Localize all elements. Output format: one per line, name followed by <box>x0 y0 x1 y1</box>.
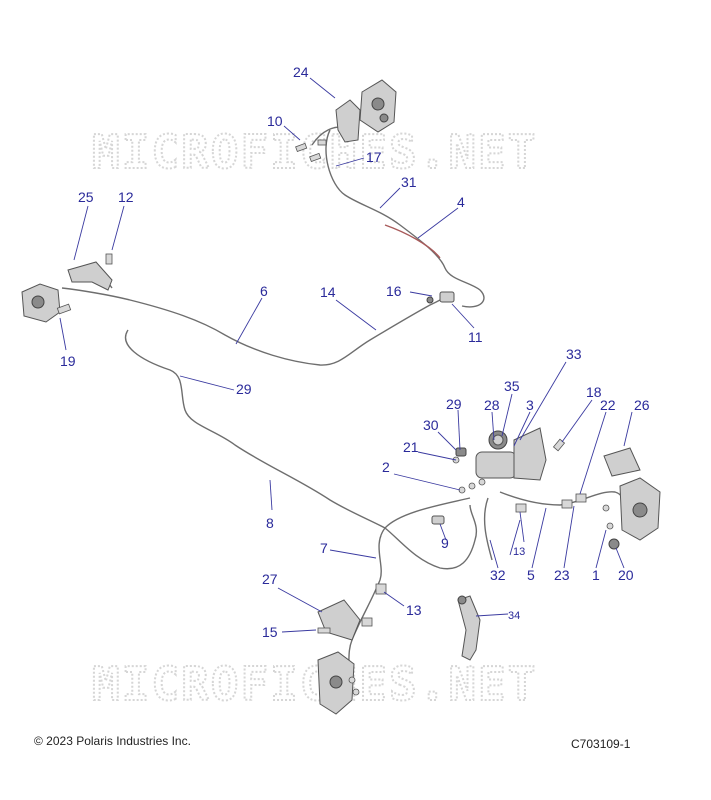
bracket-25 <box>67 261 113 291</box>
callout-26: 26 <box>634 397 650 413</box>
bolts-1-20 <box>602 504 620 550</box>
brake-pedal-34 <box>457 595 481 661</box>
callout-1: 1 <box>592 567 600 583</box>
callout-28: 28 <box>484 397 500 413</box>
callout-8: 8 <box>266 515 274 531</box>
union-11 <box>426 291 455 304</box>
watermark-bottom: MICROFICHES.NET <box>92 657 537 711</box>
callout-17: 17 <box>366 149 382 165</box>
callout-32: 32 <box>490 567 506 583</box>
callout-29b: 29 <box>446 396 462 412</box>
watermark-top: MICROFICHES.NET <box>92 125 537 179</box>
callout-33: 33 <box>566 346 582 362</box>
bracket-24 <box>335 99 361 143</box>
line-clips <box>361 493 587 627</box>
callout-24: 24 <box>293 64 309 80</box>
leader-lines <box>59 77 633 633</box>
callout-10: 10 <box>267 113 283 129</box>
brake-line-4-highlight <box>384 224 441 259</box>
callout-31: 31 <box>401 174 417 190</box>
clip-9 <box>431 515 445 525</box>
callout-labels: 24 10 17 31 4 25 12 6 14 16 11 19 29 33 … <box>60 64 650 640</box>
callout-13a: 13 <box>513 546 525 558</box>
callout-21: 21 <box>403 439 419 455</box>
callout-6: 6 <box>260 283 268 299</box>
rear-right-caliper <box>359 79 397 133</box>
callout-5: 5 <box>527 567 535 583</box>
brake-line-8 <box>125 329 478 570</box>
callout-19: 19 <box>60 353 76 369</box>
copyright-text: © 2023 Polaris Industries Inc. <box>34 734 191 748</box>
callout-22: 22 <box>600 397 616 413</box>
brake-line-7 <box>344 497 471 681</box>
bracket-33 <box>513 427 547 481</box>
bolt-12 <box>105 253 113 265</box>
callout-3: 3 <box>526 397 534 413</box>
callout-30: 30 <box>423 417 439 433</box>
callout-12: 12 <box>118 189 134 205</box>
callout-13b: 13 <box>406 602 422 618</box>
right-front-caliper <box>603 447 661 541</box>
drawing-id: C703109-1 <box>571 737 631 751</box>
callout-20: 20 <box>618 567 634 583</box>
callout-4: 4 <box>457 194 465 210</box>
brake-line-6 <box>61 287 449 366</box>
callout-7: 7 <box>320 540 328 556</box>
bracket-27 <box>317 599 361 641</box>
brake-line-32 <box>483 497 493 561</box>
callout-9: 9 <box>441 535 449 551</box>
callout-15: 15 <box>262 624 278 640</box>
callout-27: 27 <box>262 571 278 587</box>
callout-2: 2 <box>382 459 390 475</box>
front-left-caliper <box>317 651 360 715</box>
left-rear-caliper <box>21 283 72 323</box>
callout-29a: 29 <box>236 381 252 397</box>
callout-35: 35 <box>504 378 520 394</box>
bolts-10 <box>295 139 327 163</box>
callout-16: 16 <box>386 283 402 299</box>
callout-34: 34 <box>508 610 520 622</box>
callout-18: 18 <box>586 384 602 400</box>
callout-14: 14 <box>320 284 336 300</box>
bolt-15 <box>317 627 331 634</box>
callout-11: 11 <box>468 329 483 345</box>
callout-23: 23 <box>554 567 570 583</box>
callout-25: 25 <box>78 189 94 205</box>
